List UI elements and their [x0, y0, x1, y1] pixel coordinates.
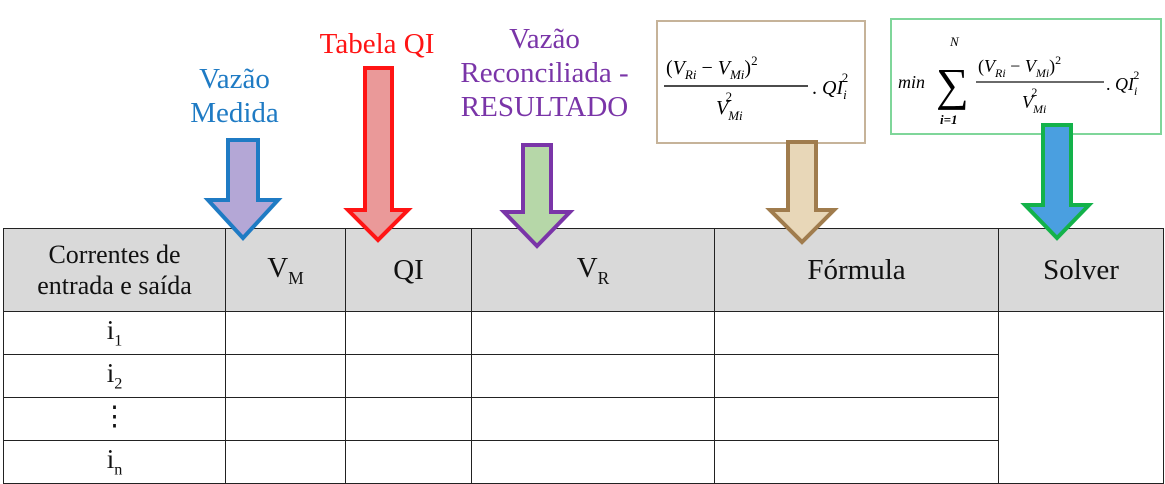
formula-numerator: (VRi − VMi)2 — [666, 53, 758, 82]
formula-qi-term: . QIi2 — [812, 70, 848, 102]
row-label: i1 — [3, 311, 226, 355]
table-row: in — [3, 440, 1164, 484]
row-label: ⋮ — [3, 397, 226, 441]
cell — [225, 440, 346, 484]
sum-lower-limit: i=1 — [940, 112, 958, 127]
header-line: entrada e saída — [37, 271, 192, 300]
cell — [225, 311, 346, 355]
label-line: RESULTADO — [460, 91, 629, 123]
sum-upper-limit: N — [949, 34, 960, 49]
cell — [225, 354, 346, 398]
solver-denominator: VMi2 — [1022, 85, 1046, 116]
arrow-down-icon — [1020, 123, 1094, 241]
solver-numerator: (VRi − VMi)2 — [978, 53, 1061, 80]
cell — [471, 354, 715, 398]
label-vazao-reconciliada: Vazão Reconciliada - RESULTADO — [437, 22, 652, 124]
formula-denominator: VMi2 — [716, 89, 743, 123]
label-tabela-qi: Tabela QI — [297, 27, 457, 61]
cell — [714, 311, 999, 355]
formula-box: (VRi − VMi)2 VMi2 . QIi2 — [656, 20, 866, 144]
header-vm: VM — [225, 228, 346, 312]
cell — [345, 354, 472, 398]
header-qi: QI — [345, 228, 472, 312]
label-line: Vazão — [199, 63, 270, 95]
formula-expression: (VRi − VMi)2 VMi2 . QIi2 — [664, 53, 848, 123]
table-row: i2 — [3, 354, 1164, 398]
header-formula: Fórmula — [714, 228, 999, 312]
label-line: Medida — [190, 97, 279, 129]
table-row: i1 — [3, 311, 1164, 484]
label-line: Tabela QI — [319, 28, 435, 60]
solver-formula-box: min ∑ N i=1 (VRi − VMi)2 VMi2 . QIi2 — [890, 18, 1162, 135]
cell — [471, 440, 715, 484]
arrow-down-icon — [499, 143, 575, 249]
cell — [345, 440, 472, 484]
label-line: Reconciliada - — [460, 57, 629, 89]
cell — [471, 311, 715, 355]
solver-cell — [998, 311, 1164, 484]
label-line: Vazão — [509, 23, 580, 55]
header-correntes: Correntes de entrada e saída — [3, 228, 226, 312]
solver-min: min — [898, 72, 925, 92]
cell — [471, 397, 715, 441]
solver-expression: min ∑ N i=1 (VRi − VMi)2 VMi2 . QIi2 — [898, 34, 1139, 127]
solver-qi-term: . QIi2 — [1106, 68, 1139, 98]
label-vazao-medida: Vazão Medida — [172, 62, 297, 130]
sigma-symbol: ∑ — [936, 59, 969, 110]
arrow-down-icon — [343, 66, 413, 243]
arrow-down-icon — [203, 138, 283, 241]
cell — [714, 440, 999, 484]
row-label: in — [3, 440, 226, 484]
arrow-down-icon — [765, 140, 839, 245]
data-table: Correntes de entrada e saída VM QI VR Fó… — [3, 228, 1164, 484]
cell — [714, 354, 999, 398]
cell — [345, 397, 472, 441]
header-line: Correntes de — [48, 240, 181, 269]
